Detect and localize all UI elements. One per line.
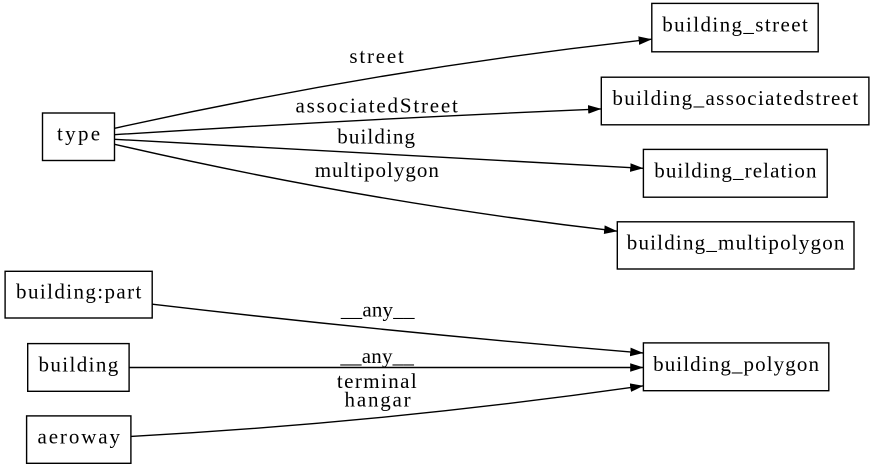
svg-text:street: street xyxy=(349,44,405,68)
svg-text:__any__: __any__ xyxy=(339,344,414,368)
svg-text:associatedStreet: associatedStreet xyxy=(296,93,460,117)
svg-text:building_street: building_street xyxy=(662,13,809,37)
svg-text:building: building xyxy=(38,353,119,377)
svg-text:building_associatedstreet: building_associatedstreet xyxy=(612,86,859,110)
svg-text:terminal: terminal xyxy=(337,369,418,393)
svg-text:building_polygon: building_polygon xyxy=(653,352,820,376)
svg-text:__any__: __any__ xyxy=(340,298,415,322)
svg-text:type: type xyxy=(57,122,102,146)
svg-text:building: building xyxy=(337,124,416,148)
svg-text:aeroway: aeroway xyxy=(37,425,121,449)
svg-text:hangar: hangar xyxy=(345,388,413,412)
svg-text:building_relation: building_relation xyxy=(654,158,817,182)
svg-text:building:part: building:part xyxy=(16,280,143,304)
svg-text:building_multipolygon: building_multipolygon xyxy=(627,230,846,254)
svg-text:multipolygon: multipolygon xyxy=(315,158,440,182)
